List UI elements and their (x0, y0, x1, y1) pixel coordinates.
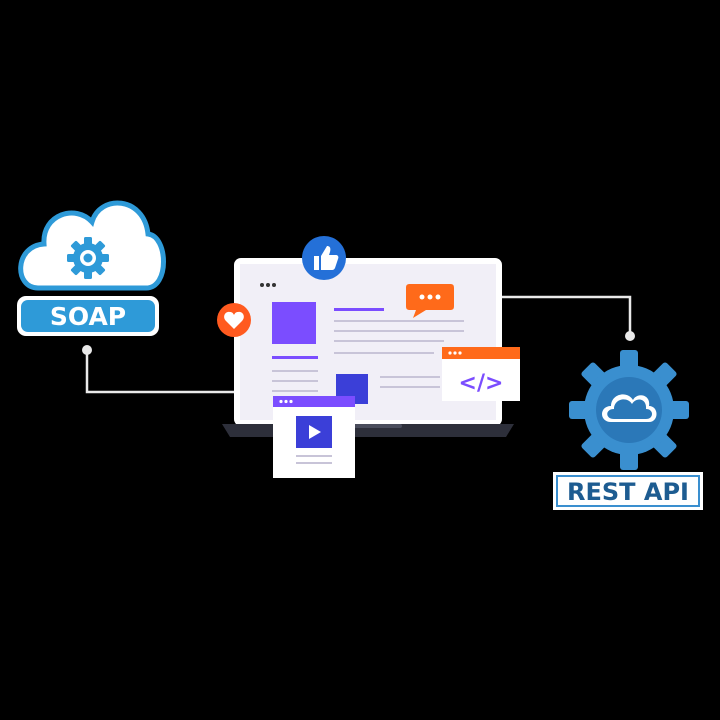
connector-lines (85, 295, 632, 394)
soap-connector (85, 350, 236, 394)
rest-api-label: REST API (567, 478, 689, 506)
play-icon (309, 425, 321, 439)
cloud-icon (602, 394, 657, 422)
rest-api-badge: REST API (553, 472, 703, 510)
like-icon (302, 236, 346, 280)
window-dots (260, 283, 276, 287)
chat-icon (406, 284, 454, 318)
soap-label: SOAP (50, 302, 126, 331)
soap-badge: SOAP (17, 296, 159, 336)
gear-icon (67, 237, 109, 279)
soap-cloud-icon (18, 200, 166, 291)
rest-connector (500, 295, 632, 335)
content-heading-line (334, 308, 384, 311)
content-subheading-line (272, 356, 318, 359)
video-window (273, 396, 355, 478)
code-window: </> (442, 347, 520, 401)
rest-connector-dot (625, 331, 635, 341)
content-text-lines (272, 320, 464, 392)
soap-connector-dot (82, 345, 92, 355)
image-placeholder (272, 302, 316, 344)
heart-icon (217, 303, 251, 337)
code-icon: </> (459, 371, 504, 396)
rest-gear-icon (569, 350, 689, 470)
